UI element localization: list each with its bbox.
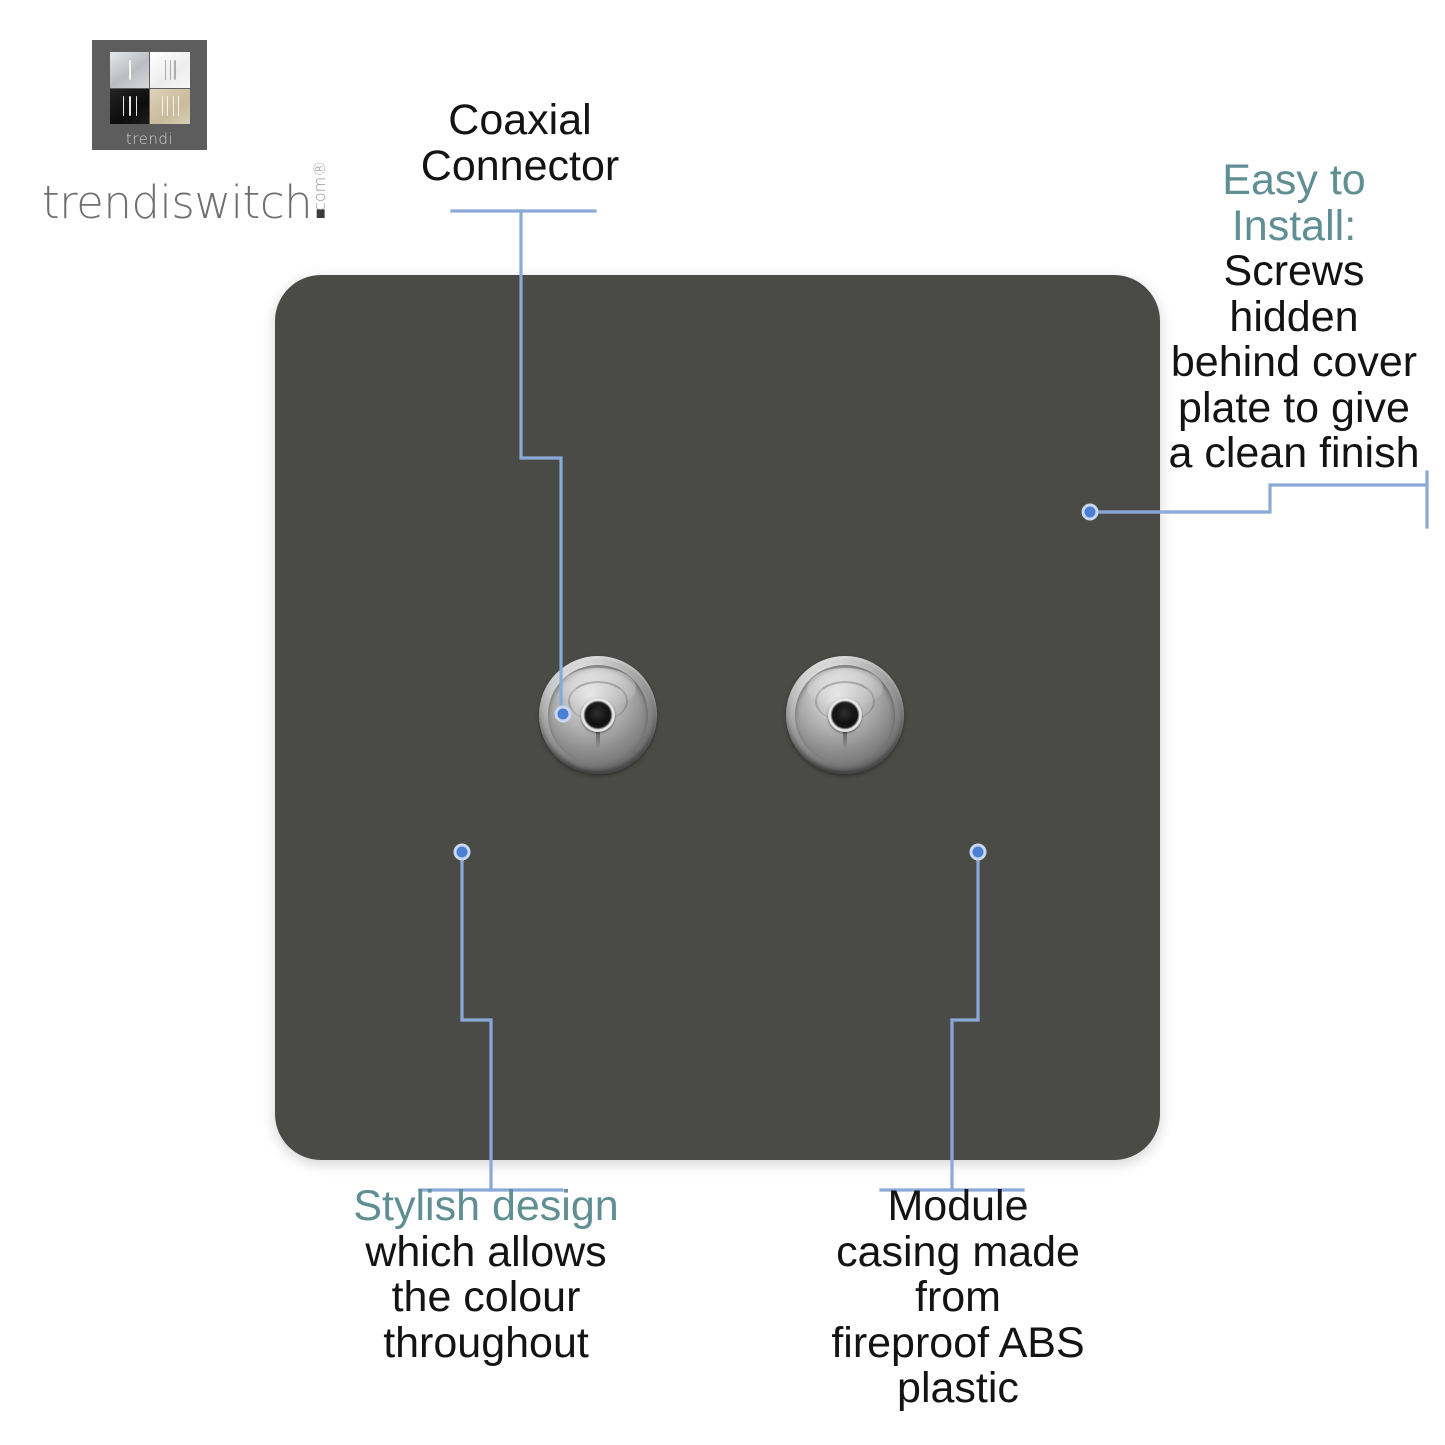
leader-stylish-stem (460, 850, 493, 1192)
callout-accent-line: Install: (1231, 201, 1357, 250)
callout-line: behind cover (1170, 338, 1418, 387)
callout-stylish-design: Stylish design which allows the colour t… (330, 1182, 642, 1367)
brand-wordmark: trendiswitch..com® (42, 161, 384, 229)
leader-coaxial-stem (519, 209, 563, 716)
logo-swatch-black (109, 88, 149, 124)
callout-line: which allows (365, 1227, 607, 1276)
callout-accent-line: Stylish design (353, 1182, 619, 1230)
callout-coaxial-connector: Coaxial Connector (370, 96, 670, 190)
logo-swatch-white (150, 52, 190, 88)
leader-dot-module (969, 843, 987, 861)
connector-hub (828, 698, 862, 732)
brand-logo: trendi trendiswitch..com® (22, 36, 329, 229)
trendi-logo-tile: trendi (92, 40, 207, 150)
callout-line: a clean finish (1168, 429, 1420, 478)
connector-hub (581, 698, 615, 732)
callout-easy-to-install: Easy to Install: Screws hidden behind co… (1144, 156, 1444, 478)
callout-line: Module (887, 1182, 1029, 1230)
callout-line: fireproof ABS (831, 1318, 1085, 1367)
callout-line: casing made (836, 1227, 1080, 1276)
callout-accent-line: Easy to (1222, 156, 1366, 204)
callout-line: plate to give (1178, 383, 1410, 432)
wordmark-dot: . (312, 176, 329, 229)
callout-line: Coaxial (448, 96, 592, 144)
connector-seam (843, 723, 847, 749)
logo-tile-label: trendi (125, 130, 174, 148)
callout-line: hidden (1229, 292, 1359, 341)
leader-dot-install (1081, 503, 1099, 521)
connector-arc-detail (568, 681, 628, 721)
callout-line: from (915, 1273, 1001, 1322)
logo-swatch-beige (150, 88, 190, 124)
connector-seam (596, 723, 600, 749)
callout-line: Screws (1223, 247, 1365, 296)
leader-dot-coaxial (554, 705, 572, 723)
connector-centre-hole (588, 705, 608, 725)
leader-dot-stylish (453, 843, 471, 861)
callout-module-casing: Module casing made from fireproof ABS pl… (808, 1182, 1108, 1413)
connector-centre-hole (835, 705, 855, 725)
callout-line: Connector (420, 141, 620, 190)
leader-install-stem (1088, 483, 1429, 514)
socket-faceplate (275, 275, 1160, 1160)
callout-line: the colour (391, 1273, 581, 1322)
connector-arc-detail (815, 681, 875, 721)
callout-line: plastic (897, 1364, 1019, 1413)
callout-line: throughout (383, 1318, 589, 1367)
logo-swatch-silver (109, 52, 149, 88)
wordmark-text: trendiswitch (42, 176, 313, 229)
logo-swatch-grid (109, 52, 190, 124)
leader-module-stem (950, 850, 980, 1192)
